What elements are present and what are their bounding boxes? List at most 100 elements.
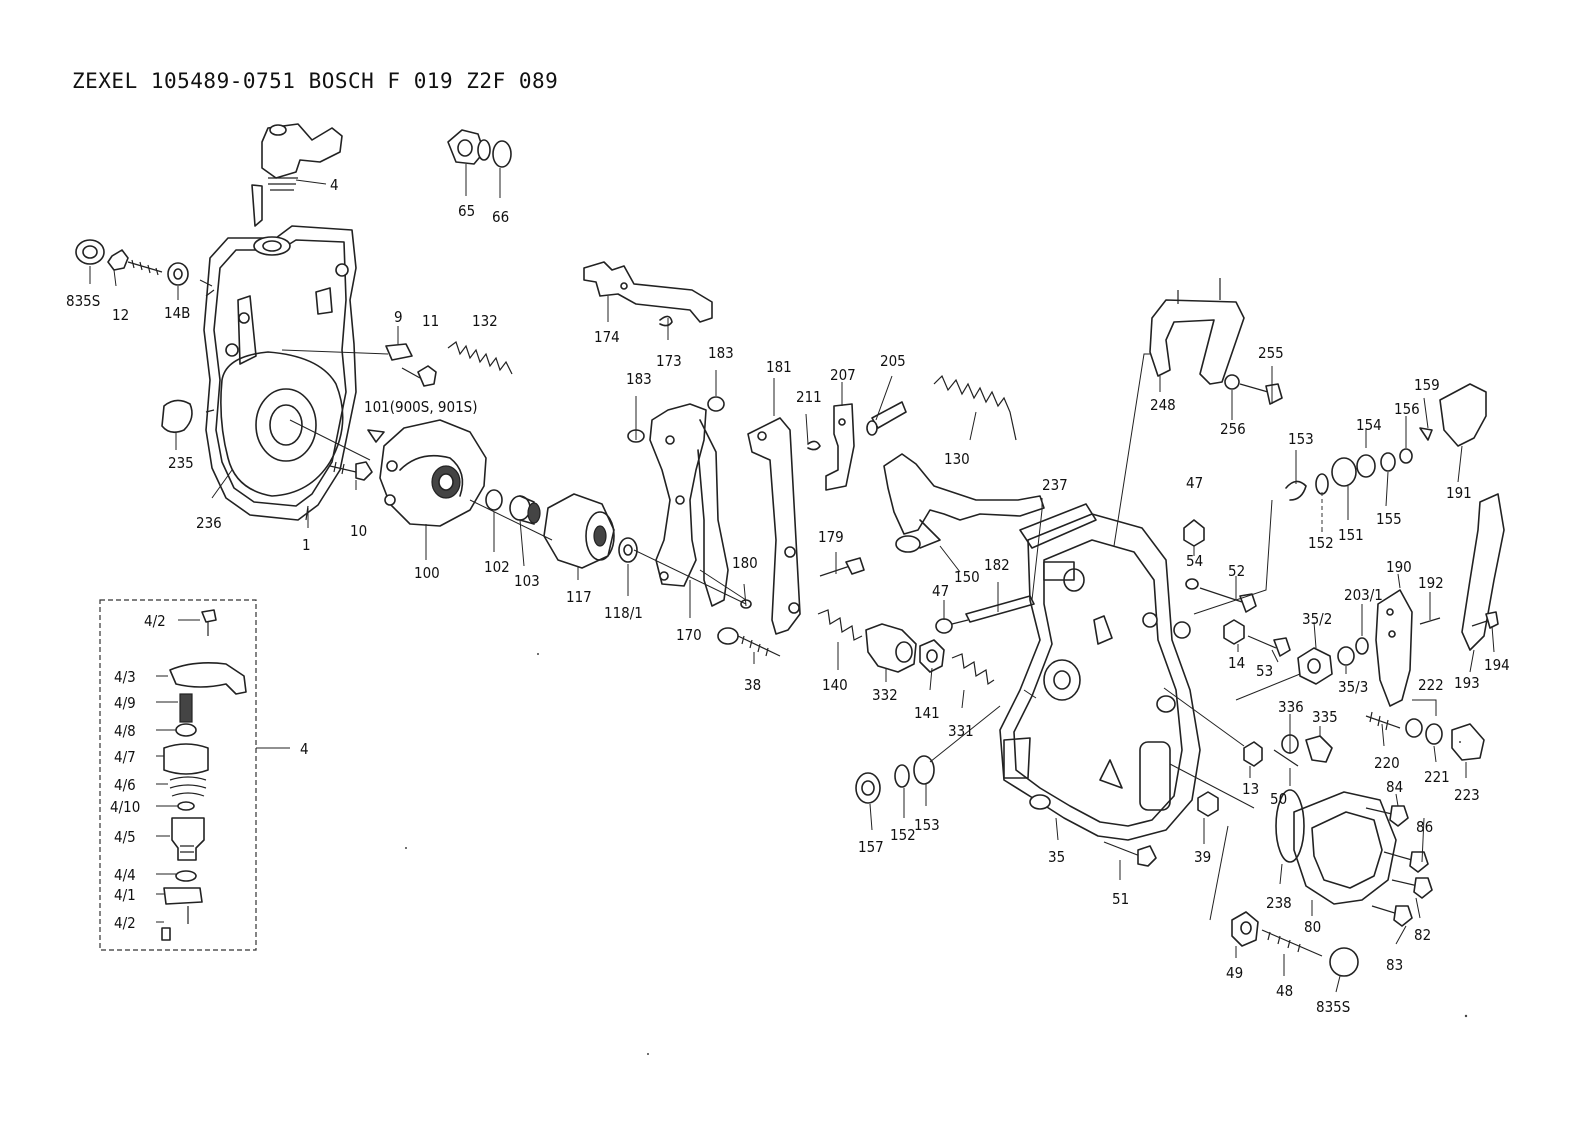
label-49: 49 — [1226, 964, 1243, 982]
clip-173 — [659, 315, 673, 327]
label-39: 39 — [1194, 848, 1211, 866]
label-83: 83 — [1386, 956, 1403, 974]
nut-14b — [167, 262, 189, 286]
label-156: 156 — [1394, 400, 1420, 418]
label-kit-4-8: 4/8 — [114, 722, 136, 740]
label-181: 181 — [766, 358, 792, 376]
label-kit-4-7: 4/7 — [114, 748, 136, 766]
label-157: 157 — [858, 838, 884, 856]
bracket-9 — [385, 326, 413, 361]
nut-39 — [1197, 791, 1219, 817]
kit-4-box — [99, 599, 290, 951]
label-84: 84 — [1386, 778, 1403, 796]
label-255: 255 — [1258, 344, 1284, 362]
label-38: 38 — [744, 676, 761, 694]
label-14: 14 — [1228, 654, 1245, 672]
label-150: 150 — [954, 568, 980, 586]
label-170: 170 — [676, 626, 702, 644]
label-152-left: 152 — [890, 826, 916, 844]
label-35-2: 35/2 — [1302, 610, 1332, 628]
label-47-left: 47 — [932, 582, 949, 600]
spring-132 — [447, 341, 513, 375]
label-1: 1 — [302, 536, 311, 554]
control-lever-181 — [747, 417, 801, 635]
label-193: 193 — [1454, 674, 1480, 692]
label-205: 205 — [880, 352, 906, 370]
bracket-248 — [1149, 278, 1245, 385]
label-236: 236 — [196, 514, 222, 532]
label-12: 12 — [112, 306, 129, 324]
washer-102 — [485, 489, 503, 511]
bolts-82-83-84-86 — [1365, 805, 1433, 927]
label-335: 335 — [1312, 708, 1338, 726]
label-65: 65 — [458, 202, 475, 220]
diagram-title: ZEXEL 105489-0751 BOSCH F 019 Z2F 089 — [72, 69, 558, 93]
bolt-51 — [1103, 841, 1157, 867]
sleeve-103 — [509, 495, 541, 525]
label-51: 51 — [1112, 890, 1129, 908]
plug-group-151-155 — [1285, 448, 1413, 530]
part-labels: 4 65 66 835S 12 14B 9 11 132 101(900S, 9… — [66, 176, 1510, 1016]
tension-lever-170 — [649, 403, 729, 607]
label-223: 223 — [1454, 786, 1480, 804]
nut-14-bolt-53 — [1223, 619, 1291, 657]
label-80: 80 — [1304, 918, 1321, 936]
label-191: 191 — [1446, 484, 1472, 502]
label-332: 332 — [872, 686, 898, 704]
label-50: 50 — [1270, 790, 1287, 808]
label-153-right: 153 — [1288, 430, 1314, 448]
label-kit-4-6: 4/6 — [114, 776, 136, 794]
label-13: 13 — [1242, 780, 1259, 798]
rod-182 — [965, 595, 1035, 623]
nut-141 — [919, 639, 945, 673]
washer-203-1-bolts-192-194 — [1355, 611, 1499, 655]
adjusting-screw-12 — [107, 249, 163, 276]
bolt-47-washer-54-bolt-52 — [1183, 519, 1257, 613]
nut-13-bolt-50 — [1243, 741, 1299, 767]
flyweight-holder-100 — [379, 419, 487, 527]
key-101 — [367, 429, 385, 443]
label-140: 140 — [822, 676, 848, 694]
lever-191-key-159 — [1419, 383, 1487, 447]
governor-cover-236 — [203, 225, 357, 521]
label-kit-4-4: 4/4 — [114, 866, 136, 884]
label-53: 53 — [1256, 662, 1273, 680]
label-159: 159 — [1414, 376, 1440, 394]
label-kit-4-1: 4/1 — [114, 886, 136, 904]
side-cover-80 — [1293, 791, 1397, 905]
plug-157-ring-152-153 — [855, 705, 1001, 804]
cap-nut-835s — [75, 239, 105, 265]
label-182: 182 — [984, 556, 1010, 574]
nut-332 — [865, 623, 917, 673]
pin-205 — [866, 401, 907, 436]
label-35-3: 35/3 — [1338, 678, 1368, 696]
label-203-1: 203/1 — [1344, 586, 1383, 604]
pump-housing-35 — [999, 503, 1201, 841]
label-4: 4 — [330, 176, 339, 194]
label-kit-4-9: 4/9 — [114, 694, 136, 712]
spring-331 — [951, 653, 995, 686]
label-141: 141 — [914, 704, 940, 722]
label-47-right: 47 — [1186, 474, 1203, 492]
label-151: 151 — [1338, 526, 1364, 544]
label-154: 154 — [1356, 416, 1382, 434]
o-ring-238 — [1275, 789, 1305, 863]
print-specks — [405, 653, 1468, 1055]
label-180: 180 — [732, 554, 758, 572]
label-118-1: 118/1 — [604, 604, 643, 622]
bolt-11 — [401, 365, 437, 387]
label-86: 86 — [1416, 818, 1433, 836]
label-66: 66 — [492, 208, 509, 226]
label-100: 100 — [414, 564, 440, 582]
stop-screw-220-nut-221-cap-223 — [1365, 711, 1485, 761]
label-173: 173 — [656, 352, 682, 370]
label-336: 336 — [1278, 698, 1304, 716]
label-238: 238 — [1266, 894, 1292, 912]
label-222: 222 — [1418, 676, 1444, 694]
label-117: 117 — [566, 588, 592, 606]
label-194: 194 — [1484, 656, 1510, 674]
label-kit-4-5: 4/5 — [114, 828, 136, 846]
label-155: 155 — [1376, 510, 1402, 528]
label-207: 207 — [830, 366, 856, 384]
label-179: 179 — [818, 528, 844, 546]
